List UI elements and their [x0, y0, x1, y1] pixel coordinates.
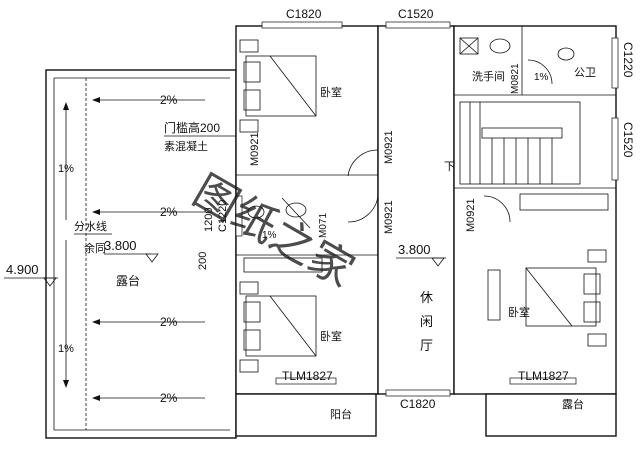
door-swing — [527, 59, 553, 85]
level-marker — [145, 253, 159, 263]
sliding-door — [509, 377, 577, 385]
door-swing — [347, 195, 379, 223]
window — [385, 21, 451, 29]
room-label-bedroom: 卧室 — [508, 305, 530, 319]
room-label-lounge: 休 — [420, 290, 433, 305]
room-label-terrace: 露台 — [562, 397, 584, 411]
slope-label: 1% — [534, 72, 549, 83]
wash-fixtures — [459, 37, 511, 55]
ridge-note: 分水线 — [74, 219, 107, 233]
window — [385, 389, 451, 397]
slope-arrow-vertical — [63, 240, 69, 388]
room-label-toilet: 公卫 — [574, 67, 596, 79]
window-tag: C1820 — [400, 397, 436, 411]
slope-label: 2% — [160, 205, 178, 219]
door-swing — [483, 195, 511, 223]
room-label-bedroom: 卧室 — [320, 85, 342, 99]
terrace-area: 2% 2% 2% 2% 1% 1% 门槛高200 素混凝土 分水线 余同 3.8… — [4, 69, 237, 439]
staircase — [459, 101, 581, 185]
door-tag: M0921 — [249, 132, 261, 166]
ridge-note-2: 余同 — [84, 241, 106, 255]
bed — [525, 249, 607, 347]
level-marker — [431, 257, 445, 267]
bed — [239, 39, 317, 133]
window — [261, 21, 343, 29]
slope-arrow — [92, 319, 205, 325]
slope-label: 2% — [160, 315, 178, 329]
room-label-lounge: 闲 — [420, 314, 433, 329]
door-tag: TLM1827 — [282, 369, 333, 383]
room-label-terrace: 露台 — [116, 273, 140, 288]
hall-outline — [377, 25, 455, 395]
slope-arrow — [92, 97, 205, 103]
level-label: 3.800 — [398, 242, 431, 257]
window-tag: C1220 — [621, 42, 635, 78]
window-tag: C1520 — [398, 7, 434, 21]
slope-label: 1% — [58, 343, 74, 355]
stair-down-label: 下 — [444, 161, 455, 173]
slope-label: 2% — [160, 93, 178, 107]
concrete-note: 素混凝土 — [164, 139, 208, 153]
slope-arrow-vertical — [63, 102, 69, 220]
level-label: 3.800 — [104, 238, 137, 253]
room-label-lounge: 厅 — [420, 338, 433, 353]
sill-height-note: 门槛高200 — [164, 120, 220, 135]
level-marker — [43, 277, 57, 287]
slope-label: 1% — [262, 230, 277, 241]
balcony-right — [485, 393, 617, 437]
bed — [239, 281, 317, 373]
door-tag: TLM1827 — [518, 369, 569, 383]
wardrobe — [519, 193, 609, 211]
window-tag: C1820 — [286, 7, 322, 21]
window — [611, 117, 619, 181]
toilet-fixture — [247, 197, 311, 229]
wardrobe — [243, 257, 323, 273]
dim-label: 1200 — [203, 208, 215, 232]
toilet-fixture — [557, 47, 575, 61]
slope-arrow — [92, 395, 205, 401]
side-cabinet — [487, 269, 501, 321]
window — [611, 37, 619, 89]
level-label-outer: 4.900 — [6, 262, 39, 277]
door-tag: M0921 — [383, 130, 395, 164]
room-label-wash: 洗手间 — [472, 69, 505, 83]
windows — [235, 21, 619, 397]
slope-arrow — [92, 209, 205, 215]
dim-label: 200 — [197, 252, 209, 270]
window-tag: C1520 — [621, 122, 635, 158]
door-tag: M0921 — [383, 200, 395, 234]
room-label-balcony: 阳台 — [330, 407, 352, 421]
slope-label: 2% — [160, 391, 178, 405]
window — [235, 195, 243, 237]
window-tag: C1220 — [217, 200, 229, 232]
sliding-door — [275, 377, 337, 385]
balcony-left — [235, 393, 377, 437]
door-swing — [347, 149, 379, 177]
room-label-bedroom: 卧室 — [320, 329, 342, 343]
door-tag: M0821 — [510, 63, 521, 94]
door-tag: M0921 — [465, 198, 477, 232]
door-tag: M071 — [318, 213, 329, 238]
slope-label: 1% — [58, 163, 74, 175]
